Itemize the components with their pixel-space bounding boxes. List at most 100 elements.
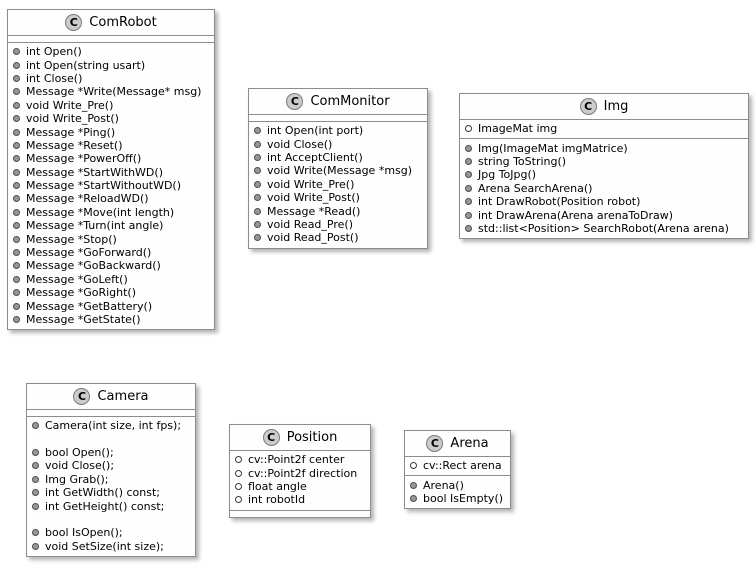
method-label: Message *Turn(int angle) [26,219,164,233]
method-label: bool Open(); [45,445,114,459]
field-label: cv::Point2f direction [248,466,358,480]
method-label: int Open(int port) [267,124,364,138]
method-row: void Write_Pre() [8,99,214,112]
method-row: void Close(); [27,459,195,472]
method-row: Message *Turn(int angle) [8,219,214,232]
method-label: void Write_Pre() [267,177,355,191]
method-visibility-icon [32,422,39,430]
field-visibility-icon [235,496,242,504]
method-row: int AcceptClient() [249,151,427,164]
field-visibility-icon [235,469,242,477]
method-label: bool IsEmpty() [423,491,504,505]
fields-compartment [27,409,195,416]
method-label: Message *GoLeft() [26,272,128,286]
method-label: void Write_Post() [26,112,119,126]
method-visibility-icon [32,489,39,497]
method-label: Message *StartWithoutWD() [26,179,181,193]
method-row: void Write(Message *msg) [249,164,427,177]
method-visibility-icon [13,249,20,257]
method-row: Message *GoBackward() [8,259,214,272]
method-row: Message *StartWithoutWD() [8,179,214,192]
method-visibility-icon [13,289,20,297]
method-visibility-icon [13,115,20,123]
method-visibility-icon [32,462,39,470]
method-visibility-icon [13,222,20,230]
field-label: ImageMat img [478,122,558,136]
class-box-comrobot: C ComRobot int Open()int Open(string usa… [7,9,215,331]
method-label: void Write_Post() [267,191,360,205]
class-header: C ComMonitor [249,89,427,114]
method-row: Arena() [405,478,510,492]
field-visibility-icon [465,125,472,133]
class-box-commonitor: C ComMonitor int Open(int port)void Clos… [248,88,428,249]
method-visibility-icon [254,207,261,215]
field-row: cv::Point2f center [230,453,370,466]
method-label: Message *Move(int length) [26,205,175,219]
method-row: Camera(int size, int fps); [27,419,195,432]
class-stereotype-icon: C [262,429,280,446]
method-label: Camera(int size, int fps); [45,419,182,433]
field-visibility-icon [235,482,242,490]
field-visibility-icon [235,456,242,464]
method-visibility-icon [13,235,20,243]
method-label: Message *Ping() [26,125,116,139]
method-visibility-icon [13,168,20,176]
fields-compartment: cv::Rect arena [405,456,510,475]
method-visibility-icon [13,101,20,109]
method-visibility-icon [13,195,20,203]
method-row: Message *Move(int length) [8,206,214,219]
method-label: int Open() [26,45,82,59]
method-row: std::list<Position> SearchRobot(Arena ar… [460,222,748,235]
fields-compartment [8,35,214,42]
method-visibility-icon [254,220,261,228]
method-visibility-icon [32,529,39,537]
method-label: Arena() [423,478,464,492]
field-visibility-icon [410,462,417,470]
class-stereotype-icon: C [65,14,83,31]
method-visibility-icon [13,182,20,190]
method-label: Message *PowerOff() [26,152,142,166]
method-visibility-icon [13,302,20,310]
method-visibility-icon [13,88,20,96]
class-box-img: C Img ImageMat img Img(ImageMat imgMatri… [459,93,749,240]
method-row: bool IsOpen(); [27,526,195,539]
method-label: int AcceptClient() [267,150,363,164]
method-visibility-icon [465,211,472,219]
field-row: cv::Point2f direction [230,466,370,480]
class-header: C Camera [27,384,195,409]
method-label: Img(ImageMat imgMatrice) [478,141,628,155]
method-label: Message *ReloadWD() [26,192,149,206]
method-row: bool Open(); [27,446,195,459]
method-row: void Read_Post() [249,231,427,244]
field-row: int robotId [230,493,370,506]
method-visibility-icon [254,180,261,188]
class-stereotype-icon: C [426,435,444,452]
field-row: cv::Rect arena [405,459,510,472]
method-label: Jpg ToJpg() [478,168,537,182]
method-row: Message *GoRight() [8,286,214,299]
method-visibility-icon [254,194,261,202]
method-label: int DrawRobot(Position robot) [478,195,641,209]
field-row: float angle [230,480,370,493]
method-row: Jpg ToJpg() [460,168,748,181]
method-row: void Write_Pre() [249,178,427,191]
method-row: Message *Read() [249,204,427,218]
method-row: Img Grab(); [27,473,195,486]
method-row: Message *GetBattery() [8,299,214,313]
method-row: void Write_Post() [249,191,427,204]
method-label: Message *Write(Message* msg) [26,85,202,99]
method-label: string ToString() [478,154,567,168]
method-visibility-icon [13,128,20,136]
class-header: C Img [460,94,748,119]
method-row: Message *Ping() [8,125,214,139]
method-visibility-icon [13,262,20,270]
methods-compartment: Camera(int size, int fps); bool Open();vo… [27,416,195,556]
method-visibility-icon [32,475,39,483]
method-row: int Open(string usart) [8,58,214,72]
field-label: int robotId [248,493,306,507]
method-row: Message *Reset() [8,139,214,152]
method-row [27,432,195,445]
class-header: C Position [230,425,370,450]
class-stereotype-icon: C [579,98,597,115]
